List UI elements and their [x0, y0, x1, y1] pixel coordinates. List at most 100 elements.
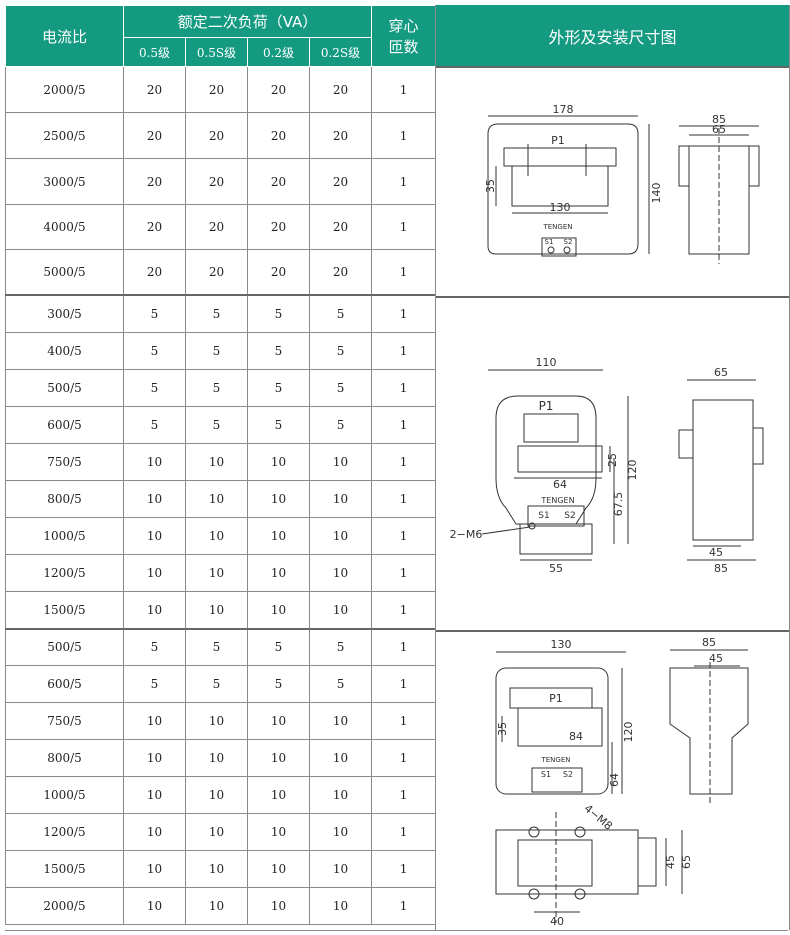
class-05-cell: 10: [123, 554, 186, 592]
d3-window-h: 35: [496, 722, 509, 736]
d2-brand: TENGEN: [540, 496, 574, 505]
ratio-cell: 800/5: [5, 739, 124, 777]
class-05-cell: 20: [123, 249, 186, 295]
class-05s-cell: 20: [185, 249, 248, 295]
class-02s-cell: 5: [308, 665, 373, 703]
ratio-cell: 750/5: [5, 443, 124, 481]
turns-cell: 1: [371, 112, 437, 159]
d2-mount: 2−M6: [450, 528, 483, 541]
spec-table: 电流比 额定二次负荷（VA） 穿心 匝数 0.5级 0.5S级 0.2级 0.2…: [5, 5, 437, 925]
class-02-cell: 10: [247, 702, 310, 740]
class-05s-cell: 20: [185, 112, 248, 159]
class-05-cell: 5: [123, 665, 186, 703]
ratio-cell: 750/5: [5, 702, 124, 740]
header-ratio: 电流比: [5, 5, 124, 67]
class-02-cell: 10: [247, 480, 310, 518]
class-05s-cell: 20: [185, 66, 248, 113]
d3-width: 130: [551, 638, 572, 651]
drawing-3: 130 85 45 P1 35 84 120 64 TENGEN S1 S2 4…: [495, 636, 749, 928]
class-05s-cell: 10: [185, 702, 248, 740]
turns-cell: 1: [371, 591, 437, 629]
class-05-cell: 10: [123, 850, 186, 888]
d2-s2: S2: [564, 511, 575, 521]
class-02s-cell: 10: [308, 739, 373, 777]
class-05s-cell: 10: [185, 443, 248, 481]
d3-window: [517, 707, 603, 747]
class-02s-cell: 10: [308, 554, 373, 592]
class-05s-cell: 20: [185, 204, 248, 250]
drawing-2: 110 65 P1 120 25 64 67.5 TENGEN S1 S2 2−…: [450, 356, 764, 575]
ratio-cell: 1200/5: [5, 813, 124, 851]
d1-terminal: [541, 237, 577, 257]
ratio-cell: 300/5: [5, 293, 124, 333]
d2-window-w: 64: [553, 478, 567, 491]
class-05s-cell: 5: [185, 369, 248, 407]
d2-window: [517, 445, 603, 473]
class-02-cell: 10: [247, 739, 310, 777]
turns-cell: 1: [371, 627, 437, 666]
d3-terminal: [531, 767, 583, 793]
class-05-cell: 20: [123, 204, 186, 250]
d3-window-w: 84: [569, 730, 583, 743]
class-02s-cell: 5: [308, 406, 373, 444]
class-02-cell: 5: [247, 332, 310, 370]
header-class-05s: 0.5S级: [185, 37, 248, 67]
class-05s-cell: 5: [185, 293, 248, 333]
drawing-panel-1: 178 85 65 140 35 130 P1 TENGEN S1 S2: [436, 66, 789, 298]
turns-cell: 1: [371, 850, 437, 888]
d3-brand: TENGEN: [540, 756, 570, 764]
d1-width: 178: [553, 103, 574, 116]
ratio-cell: 500/5: [5, 627, 124, 666]
drawing-1: 178 85 65 140 35 130 P1 TENGEN S1 S2: [484, 103, 760, 264]
class-05s-cell: 5: [185, 332, 248, 370]
class-02s-cell: 5: [308, 627, 373, 666]
class-05-cell: 20: [123, 112, 186, 159]
d3-s2: S2: [563, 770, 573, 779]
class-02-cell: 20: [247, 158, 310, 205]
class-02-cell: 10: [247, 813, 310, 851]
turns-cell: 1: [371, 739, 437, 777]
ratio-cell: 2000/5: [5, 887, 124, 925]
class-05-cell: 10: [123, 776, 186, 814]
class-02s-cell: 10: [308, 591, 373, 629]
class-02-cell: 5: [247, 665, 310, 703]
ratio-cell: 600/5: [5, 665, 124, 703]
class-02s-cell: 10: [308, 517, 373, 555]
header-turns: 穿心 匝数: [371, 5, 437, 67]
class-02-cell: 20: [247, 249, 310, 295]
d2-lower: 67.5: [612, 492, 625, 517]
class-05s-cell: 10: [185, 850, 248, 888]
d3-s1: S1: [541, 770, 551, 779]
class-02s-cell: 20: [308, 204, 373, 250]
turns-cell: 1: [371, 887, 437, 925]
class-02-cell: 20: [247, 112, 310, 159]
d2-height: 120: [626, 460, 639, 481]
d3-bottom-w: 40: [550, 915, 564, 928]
turns-cell: 1: [371, 702, 437, 740]
class-02-cell: 5: [247, 293, 310, 333]
d3-mount: 4−M8: [582, 802, 615, 833]
class-05-cell: 10: [123, 517, 186, 555]
turns-cell: 1: [371, 369, 437, 407]
d1-body-outline: [487, 123, 639, 255]
turns-cell: 1: [371, 554, 437, 592]
ratio-cell: 3000/5: [5, 158, 124, 205]
class-05-cell: 5: [123, 332, 186, 370]
ratio-cell: 2500/5: [5, 112, 124, 159]
d2-base: 55: [549, 562, 563, 575]
class-05s-cell: 10: [185, 480, 248, 518]
d2-side-width: 65: [714, 366, 728, 379]
ratio-cell: 5000/5: [5, 249, 124, 295]
d1-window-w: 130: [550, 201, 571, 214]
class-05-cell: 10: [123, 739, 186, 777]
turns-cell: 1: [371, 517, 437, 555]
